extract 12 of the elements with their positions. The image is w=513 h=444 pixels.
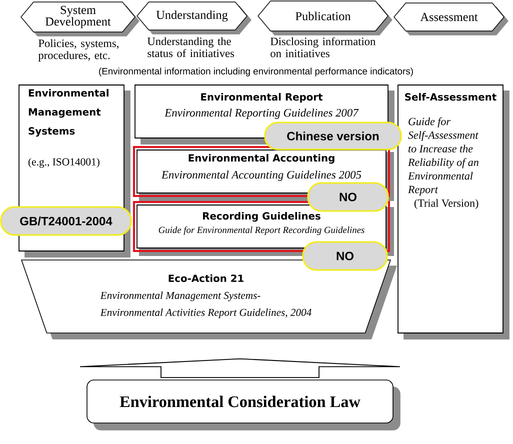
rounded-box: Environmental Consideration Law — [86, 380, 400, 430]
hexagon-box: Publication — [258, 0, 392, 36]
hexagon-box: Assessment — [394, 2, 508, 36]
caption-text: Policies, systems, procedures, etc. — [38, 39, 118, 62]
block-arrow — [80, 358, 400, 378]
note-text: (Environmental information including environmental performance indicators) — [99, 68, 413, 76]
text-box: Self-Assessment Guide for Self-Assessment to Increase the Reliability of an Environmental Report (Trial Version) — [398, 84, 510, 340]
caption-text: Disclosing information on initiatives — [270, 37, 376, 58]
hexagon-box: System Development — [20, 2, 140, 36]
caption-text: Understanding the status of initiatives — [147, 37, 234, 58]
hexagon-box: Understanding — [136, 2, 252, 34]
node-label: Assessment — [420, 12, 478, 22]
